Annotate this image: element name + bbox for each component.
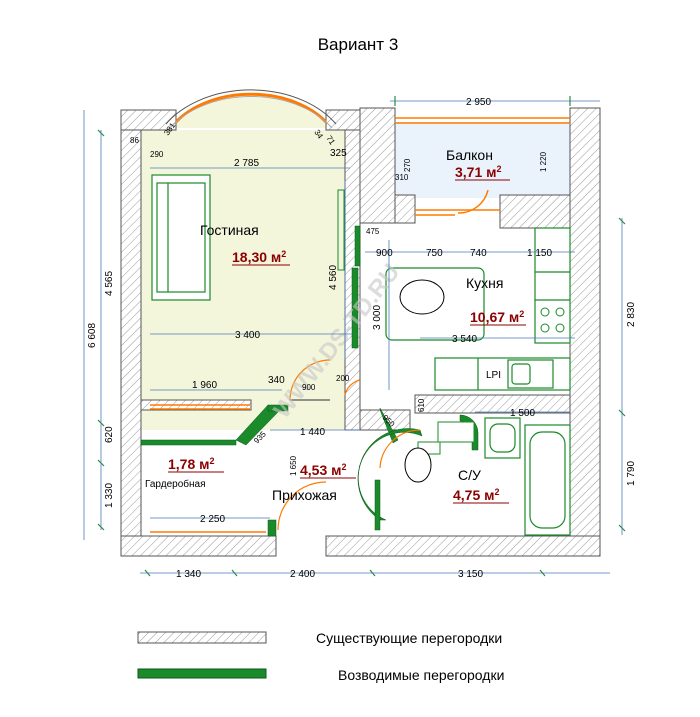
sink bbox=[484, 417, 521, 459]
balcony-floor bbox=[395, 122, 570, 198]
dimension-lines bbox=[83, 96, 626, 577]
svg-text:740: 740 bbox=[470, 248, 487, 259]
hall-area: 4,53 м2 bbox=[300, 462, 347, 478]
svg-text:475: 475 bbox=[366, 227, 380, 236]
wardrobe-doors bbox=[150, 404, 266, 533]
bay-window bbox=[165, 89, 337, 129]
legend-swatch-existing bbox=[137, 631, 267, 644]
new-partitions bbox=[140, 225, 479, 537]
balcony-windows bbox=[395, 117, 570, 216]
balcony-label: Балкон bbox=[446, 147, 493, 163]
svg-text:1 340: 1 340 bbox=[176, 569, 201, 580]
svg-text:1 150: 1 150 bbox=[527, 248, 552, 259]
kitchen-area: 10,67 м2 bbox=[470, 309, 524, 325]
svg-text:1 330: 1 330 bbox=[104, 483, 115, 508]
svg-text:1 500: 1 500 bbox=[510, 408, 535, 419]
svg-text:1 960: 1 960 bbox=[192, 380, 217, 391]
bath-area: 4,75 м2 bbox=[453, 487, 500, 503]
svg-text:290: 290 bbox=[150, 150, 164, 159]
wardrobe-area: 1,78 м2 bbox=[168, 456, 215, 472]
svg-text:750: 750 bbox=[426, 248, 443, 259]
svg-text:325: 325 bbox=[330, 148, 347, 159]
svg-text:3 540: 3 540 bbox=[452, 334, 477, 345]
dining-table bbox=[385, 267, 485, 341]
plan-title: Вариант 3 bbox=[318, 35, 399, 54]
legend-swatch-new bbox=[137, 668, 267, 679]
svg-text:1 650: 1 650 bbox=[289, 455, 298, 476]
bath-label: С/У bbox=[458, 467, 481, 483]
svg-text:2 830: 2 830 bbox=[626, 302, 637, 327]
svg-text:2 785: 2 785 bbox=[234, 158, 259, 169]
kitchen-counters bbox=[434, 227, 571, 391]
svg-text:3 000: 3 000 bbox=[372, 305, 383, 330]
svg-text:4 560: 4 560 bbox=[328, 265, 339, 290]
kitchen-counter-label: LPI bbox=[486, 370, 501, 381]
living-room-area: 18,30 м2 bbox=[232, 249, 286, 265]
svg-text:200: 200 bbox=[336, 374, 350, 383]
washing-machine bbox=[437, 421, 475, 443]
svg-text:900: 900 bbox=[302, 383, 316, 392]
legend: Существующие перегородки Возводимые пере… bbox=[137, 630, 504, 683]
svg-text:2 950: 2 950 bbox=[466, 97, 491, 108]
svg-text:340: 340 bbox=[268, 375, 285, 386]
legend-new-label: Возводимые перегородки bbox=[338, 667, 504, 683]
svg-text:1 790: 1 790 bbox=[626, 461, 637, 486]
stove bbox=[540, 307, 565, 333]
svg-text:2 250: 2 250 bbox=[200, 514, 225, 525]
svg-text:86: 86 bbox=[130, 136, 139, 145]
bay-window-floor bbox=[172, 96, 330, 128]
toilet bbox=[404, 441, 441, 483]
svg-text:610: 610 bbox=[417, 398, 426, 412]
svg-text:3 400: 3 400 bbox=[235, 330, 260, 341]
svg-text:900: 900 bbox=[376, 248, 393, 259]
svg-text:310: 310 bbox=[395, 173, 409, 182]
svg-text:270: 270 bbox=[403, 158, 412, 172]
svg-text:4 565: 4 565 bbox=[104, 271, 115, 296]
sofa bbox=[151, 174, 211, 301]
svg-text:1 220: 1 220 bbox=[539, 151, 548, 172]
living-room-label: Гостиная bbox=[200, 222, 259, 238]
wardrobe-floor bbox=[141, 440, 276, 530]
wardrobe-label: Гардеробная bbox=[145, 478, 206, 490]
hall-label: Прихожая bbox=[272, 487, 337, 503]
svg-text:620: 620 bbox=[104, 426, 115, 443]
svg-text:6 608: 6 608 bbox=[87, 323, 98, 348]
kitchen-label: Кухня bbox=[466, 275, 503, 291]
bathtub bbox=[524, 424, 571, 536]
dimension-labels: 2 950 2 785 325 3 400 1 960 340 900 200 … bbox=[87, 97, 637, 580]
svg-text:3 150: 3 150 bbox=[458, 569, 483, 580]
svg-text:1 440: 1 440 bbox=[300, 427, 325, 438]
legend-existing-label: Существующие перегородки bbox=[316, 630, 502, 646]
living-fixtures bbox=[337, 189, 345, 271]
doors bbox=[277, 359, 421, 531]
svg-text:2 400: 2 400 bbox=[290, 569, 315, 580]
balcony-area: 3,71 м2 bbox=[455, 164, 502, 180]
